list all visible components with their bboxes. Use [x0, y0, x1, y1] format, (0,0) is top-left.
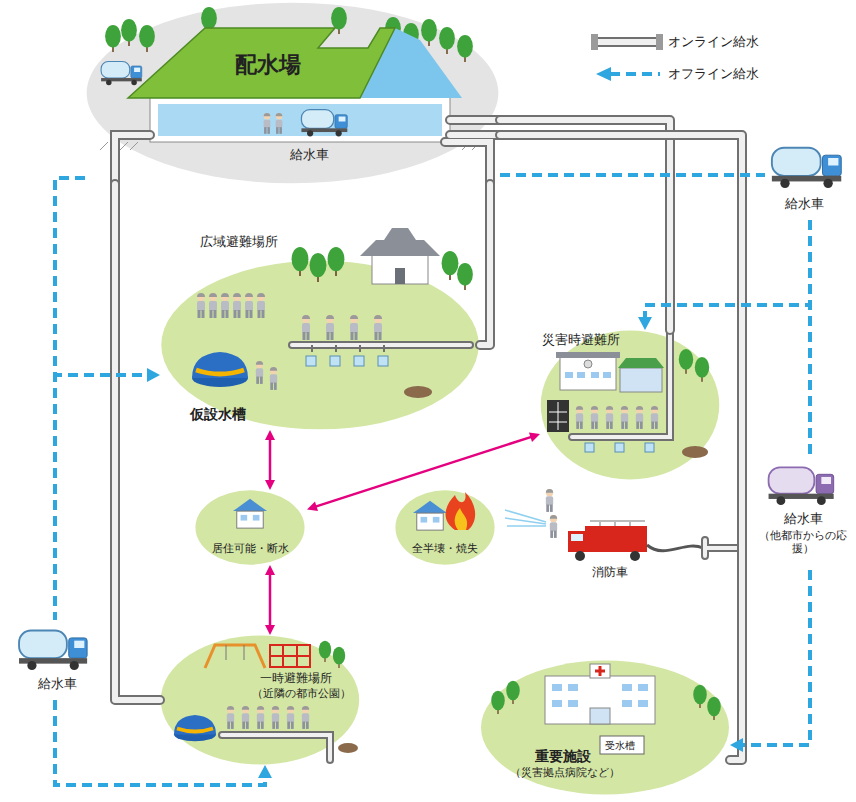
area-outline	[160, 260, 480, 430]
water-truck: 給水車	[12, 620, 104, 700]
evacuation-route	[265, 430, 275, 490]
area-ellipse	[195, 490, 304, 564]
water-truck-route	[638, 220, 810, 330]
water-pipe	[480, 184, 490, 345]
legend-dash-sample	[596, 67, 660, 81]
water-pipe	[115, 184, 160, 700]
node-label: 仮設水槽	[190, 406, 246, 423]
water-pipe	[500, 120, 670, 330]
pipe-outline	[480, 184, 490, 345]
arrow-head	[529, 432, 540, 442]
legend-label: オンライン給水	[668, 34, 759, 50]
node-label: 配水場	[235, 52, 301, 78]
area-ellipse	[161, 261, 478, 430]
node-label: 受水槽	[605, 740, 635, 752]
water-truck: 給水車 （他都市からの応援）	[752, 455, 856, 570]
node-label: 全半壊・焼失	[395, 542, 495, 555]
arrow-head	[638, 317, 652, 330]
arrow-head	[307, 502, 318, 512]
area-ellipse	[481, 661, 729, 795]
park-area: 一時避難場所 （近隣の都市公園）	[160, 635, 360, 765]
evacuation-shelter: 災害時避難所	[540, 330, 720, 480]
legend-label: オフライン給水	[668, 66, 759, 82]
water-truck-route	[500, 175, 765, 176]
node-label: 給水車	[785, 196, 824, 212]
dashed-line	[500, 173, 765, 177]
water-truck-route	[730, 570, 810, 752]
arrow-head	[265, 565, 275, 575]
node-label: 給水車	[290, 147, 329, 163]
node-label: 居住可能・断水	[195, 542, 305, 555]
evacuation-route	[265, 565, 275, 635]
water-truck-route	[810, 220, 811, 455]
pipe-inner	[500, 120, 670, 330]
dashed-line	[645, 220, 810, 318]
house-area: 居住可能・断水	[195, 490, 307, 565]
node-label: 重要施設	[535, 748, 591, 765]
area-ellipse	[395, 490, 494, 564]
route-line	[269, 574, 272, 626]
dashed-line	[55, 178, 148, 375]
node-label: 災害時避難所	[542, 332, 620, 348]
area-ellipse	[541, 331, 720, 480]
truck-illustration	[19, 148, 841, 670]
area-ellipse	[161, 636, 359, 765]
legend-pipe-sample	[591, 34, 663, 50]
pipe-inner	[115, 184, 160, 700]
arrow-head	[730, 738, 743, 752]
area-outline	[540, 330, 720, 480]
arrow-head	[265, 625, 275, 635]
node-label: 広域避難場所	[200, 234, 278, 250]
arrow-head	[265, 480, 275, 490]
arrow-head	[258, 765, 272, 778]
node-label: （近隣の都市公園）	[252, 687, 351, 700]
node-label: 消防車	[555, 565, 665, 579]
hospital-area: 重要施設（災害拠点病院など） 受水槽	[480, 660, 730, 795]
water-truck: 給水車	[765, 140, 850, 220]
node-label: 給水車	[12, 676, 102, 692]
pipe-inner	[480, 184, 490, 345]
house-area: 全半壊・焼失	[395, 490, 497, 565]
dashed-line	[808, 220, 812, 455]
route-line	[269, 439, 272, 481]
dashed-line	[55, 178, 85, 620]
arrow-head	[147, 368, 160, 382]
node-label: 一時避難場所	[260, 671, 332, 685]
reservoir-area: 配水場給水車	[85, 2, 500, 184]
pipe-outline	[500, 120, 670, 330]
node-label: （他都市からの応援）	[752, 529, 854, 555]
node-label: （災害拠点病院など）	[510, 766, 620, 779]
fire-engine-illustration	[505, 489, 742, 561]
arrow-head	[265, 430, 275, 440]
evacuation-area: 広域避難場所仮設水槽	[160, 230, 480, 430]
water-truck-route	[55, 178, 85, 620]
pipe-outline	[115, 184, 160, 700]
water-truck-route	[55, 178, 160, 382]
dashed-line	[742, 570, 810, 745]
area-ellipse	[87, 3, 499, 184]
fire-engine: 消防車	[555, 505, 667, 585]
node-label: 給水車	[752, 511, 854, 527]
